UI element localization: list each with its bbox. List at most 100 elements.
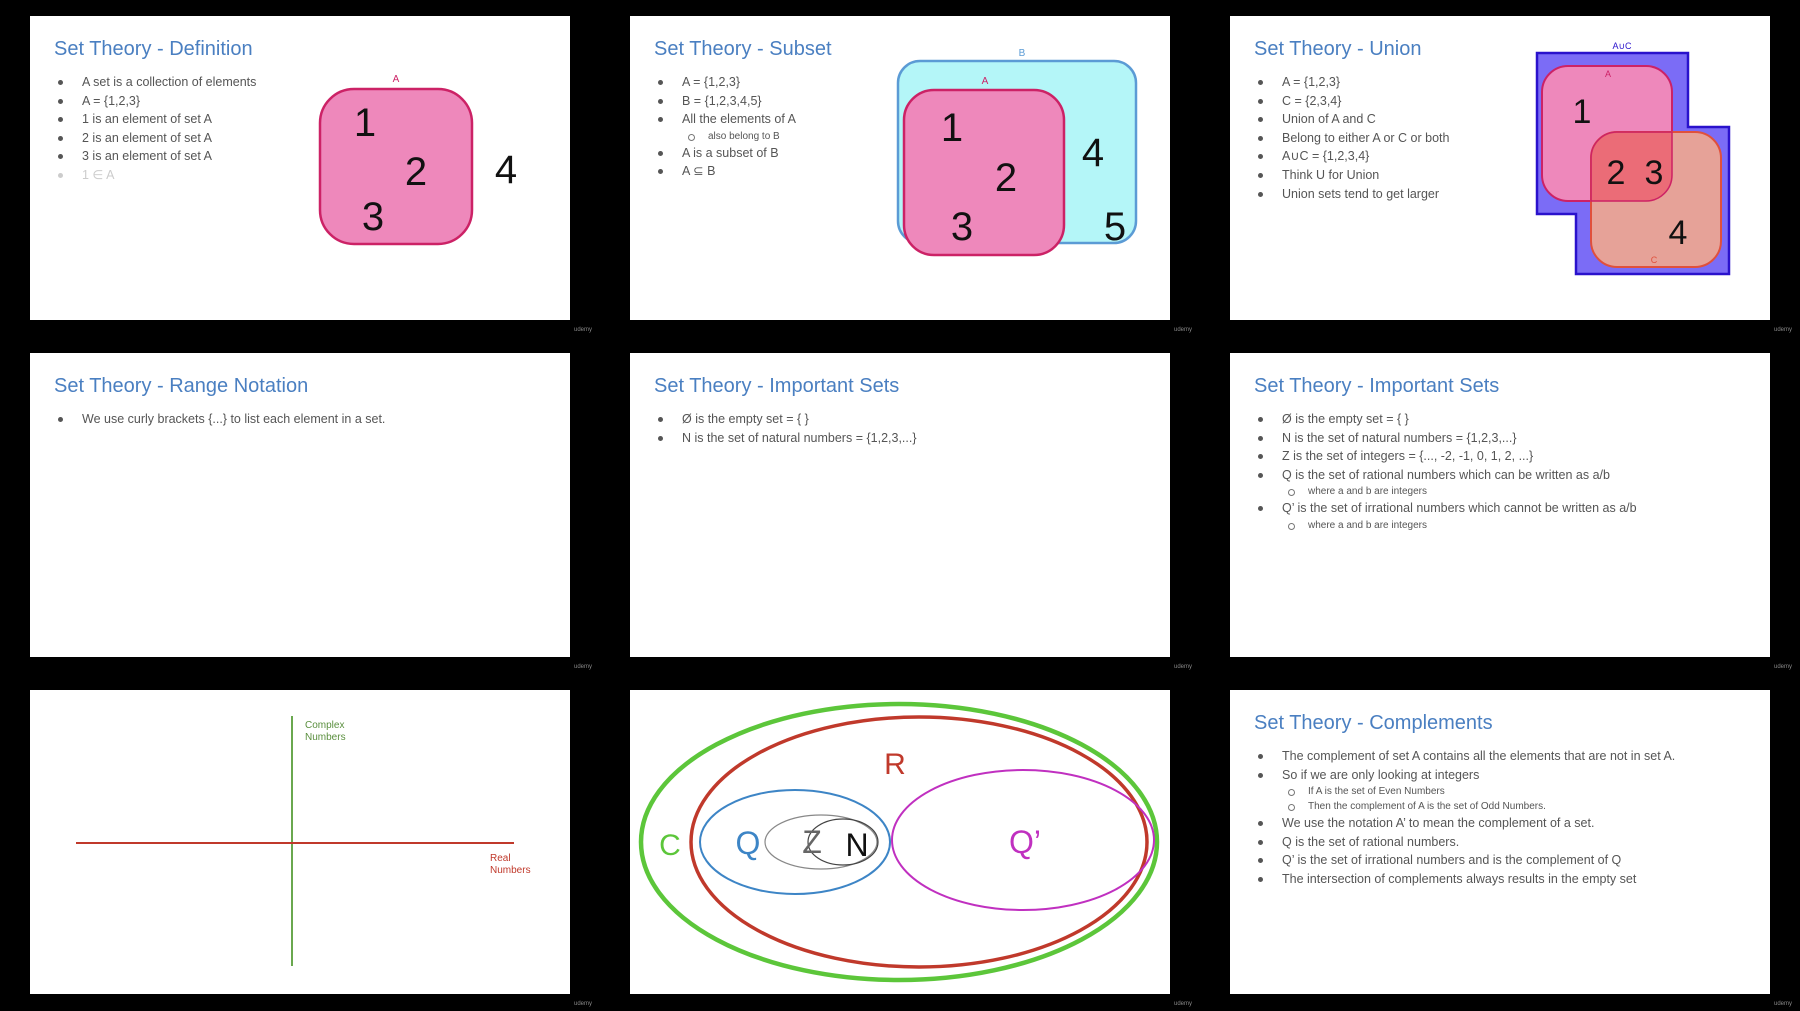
bullet: 3 is an element of set A — [58, 147, 256, 166]
label-n: N — [845, 827, 868, 863]
slide-title: Set Theory - Range Notation — [54, 375, 309, 397]
bullet: N is the set of natural numbers = {1,2,3… — [658, 429, 917, 448]
element-2: 2 — [1607, 154, 1626, 192]
bullet: Q is the set of rational numbers which c… — [1258, 466, 1637, 485]
element-4: 4 — [1669, 214, 1688, 252]
bullet: A∪C = {1,2,3,4} — [1258, 147, 1449, 166]
udemy-watermark: udemy — [1174, 1001, 1193, 1007]
bullet-list: The complement of set A contains all the… — [1258, 747, 1675, 889]
slide-complex-plane[interactable]: Complex Numbers Real Numbers — [30, 690, 570, 994]
set-c-label: C — [1651, 255, 1658, 265]
union-label: A∪C — [1612, 41, 1632, 51]
bullet: Union of A and C — [1258, 110, 1449, 129]
bullet: A = {1,2,3} — [658, 73, 796, 92]
bullet: A = {1,2,3} — [1258, 73, 1449, 92]
sub-bullet: Then the complement of A is the set of O… — [1258, 799, 1675, 814]
bullet: The complement of set A contains all the… — [1258, 747, 1675, 766]
slide-complements[interactable]: Set Theory - Complements The complement … — [1230, 690, 1770, 994]
bullet: Ø is the empty set = { } — [658, 410, 917, 429]
sub-bullet: where a and b are integers — [1258, 518, 1637, 533]
element-1: 1 — [354, 101, 376, 145]
bullet-list: Ø is the empty set = { } N is the set of… — [658, 410, 917, 447]
udemy-watermark: udemy — [1174, 664, 1193, 670]
bullet: Union sets tend to get larger — [1258, 185, 1449, 204]
set-a-shape — [318, 87, 474, 246]
number-sets-diagram: C R Q Z N Q’ — [638, 701, 1160, 983]
element-3: 3 — [362, 195, 384, 239]
label-z: Z — [802, 824, 822, 860]
bullet: 2 is an element of set A — [58, 129, 256, 148]
bullet: A set is a collection of elements — [58, 73, 256, 92]
set-b-label: B — [1019, 48, 1026, 59]
element-3: 3 — [1645, 154, 1664, 192]
udemy-watermark: udemy — [574, 1001, 593, 1007]
slide-union[interactable]: Set Theory - Union A = {1,2,3} C = {2,3,… — [1230, 16, 1770, 320]
set-r-ellipse — [689, 715, 1149, 969]
element-3: 3 — [951, 205, 973, 249]
bullet: All the elements of A — [658, 110, 796, 129]
bullet-list: A = {1,2,3} B = {1,2,3,4,5} All the elem… — [658, 73, 796, 181]
union-diagram: A∪C A C 1 2 3 4 — [1535, 41, 1731, 276]
set-c-ellipse — [638, 701, 1160, 983]
element-5: 5 — [1104, 205, 1126, 249]
set-z-ellipse — [764, 814, 878, 870]
bullet: C = {2,3,4} — [1258, 92, 1449, 111]
element-1: 1 — [1573, 93, 1592, 131]
element-4: 4 — [495, 148, 517, 192]
bullet-list: A set is a collection of elements A = {1… — [58, 73, 256, 185]
slide-title: Set Theory - Important Sets — [1254, 375, 1500, 397]
label-qprime: Q’ — [1009, 824, 1041, 860]
sub-bullet: where a and b are integers — [1258, 484, 1637, 499]
bullet-list: A = {1,2,3} C = {2,3,4} Union of A and C… — [1258, 73, 1449, 203]
bullet: A is a subset of B — [658, 144, 796, 163]
udemy-watermark: udemy — [1774, 664, 1793, 670]
label-c: C — [659, 829, 681, 862]
slide-important-sets-2[interactable]: Set Theory - Important Sets Ø is the emp… — [1230, 353, 1770, 657]
bullet: The intersection of complements always r… — [1258, 870, 1675, 889]
set-n-ellipse — [807, 818, 879, 866]
set-qprime-ellipse — [891, 769, 1155, 911]
set-q-ellipse — [699, 789, 891, 895]
bullet-list: We use curly brackets {...} to list each… — [58, 410, 385, 429]
complex-label-line1: Complex — [305, 720, 344, 731]
udemy-watermark: udemy — [1774, 327, 1793, 333]
sub-bullet: If A is the set of Even Numbers — [1258, 784, 1675, 799]
complex-label-line2: Numbers — [305, 732, 346, 743]
bullet: Q’ is the set of irrational numbers whic… — [1258, 499, 1637, 518]
bullet: We use the notation A’ to mean the compl… — [1258, 814, 1675, 833]
element-1: 1 — [941, 106, 963, 150]
set-a-label: A — [982, 76, 989, 87]
slide-important-sets[interactable]: Set Theory - Important Sets Ø is the emp… — [630, 353, 1170, 657]
udemy-watermark: udemy — [574, 664, 593, 670]
bullet: Think U for Union — [1258, 166, 1449, 185]
element-2: 2 — [405, 150, 427, 194]
set-a-label: A — [1605, 69, 1611, 79]
bullet: Belong to either A or C or both — [1258, 129, 1449, 148]
slide-definition[interactable]: Set Theory - Definition A set is a colle… — [30, 16, 570, 320]
bullet: A ⊆ B — [658, 162, 796, 181]
label-q: Q — [736, 825, 761, 861]
slide-title: Set Theory - Complements — [1254, 712, 1493, 734]
slide-number-sets[interactable]: C R Q Z N Q’ — [630, 690, 1170, 994]
slide-title: Set Theory - Definition — [54, 38, 253, 60]
real-label-line1: Real — [490, 853, 511, 864]
udemy-watermark: udemy — [1774, 1001, 1793, 1007]
slide-subset[interactable]: Set Theory - Subset A = {1,2,3} B = {1,2… — [630, 16, 1170, 320]
bullet: Q is the set of rational numbers. — [1258, 833, 1675, 852]
set-a-label: A — [393, 74, 400, 85]
element-2: 2 — [995, 156, 1017, 200]
bullet: A = {1,2,3} — [58, 92, 256, 111]
set-a-shape — [902, 88, 1066, 257]
bullet-list: Ø is the empty set = { } N is the set of… — [1258, 410, 1637, 533]
bullet: Z is the set of integers = {..., -2, -1,… — [1258, 447, 1637, 466]
slide-title: Set Theory - Union — [1254, 38, 1422, 60]
element-4: 4 — [1082, 131, 1104, 175]
bullet: So if we are only looking at integers — [1258, 766, 1675, 785]
slide-range-notation[interactable]: Set Theory - Range Notation We use curly… — [30, 353, 570, 657]
bullet: N is the set of natural numbers = {1,2,3… — [1258, 429, 1637, 448]
bullet: 1 is an element of set A — [58, 110, 256, 129]
intersection-shape — [1590, 131, 1673, 202]
slide-title: Set Theory - Subset — [654, 38, 832, 60]
bullet: 1 ∈ A — [58, 166, 256, 185]
bullet: We use curly brackets {...} to list each… — [58, 410, 385, 429]
